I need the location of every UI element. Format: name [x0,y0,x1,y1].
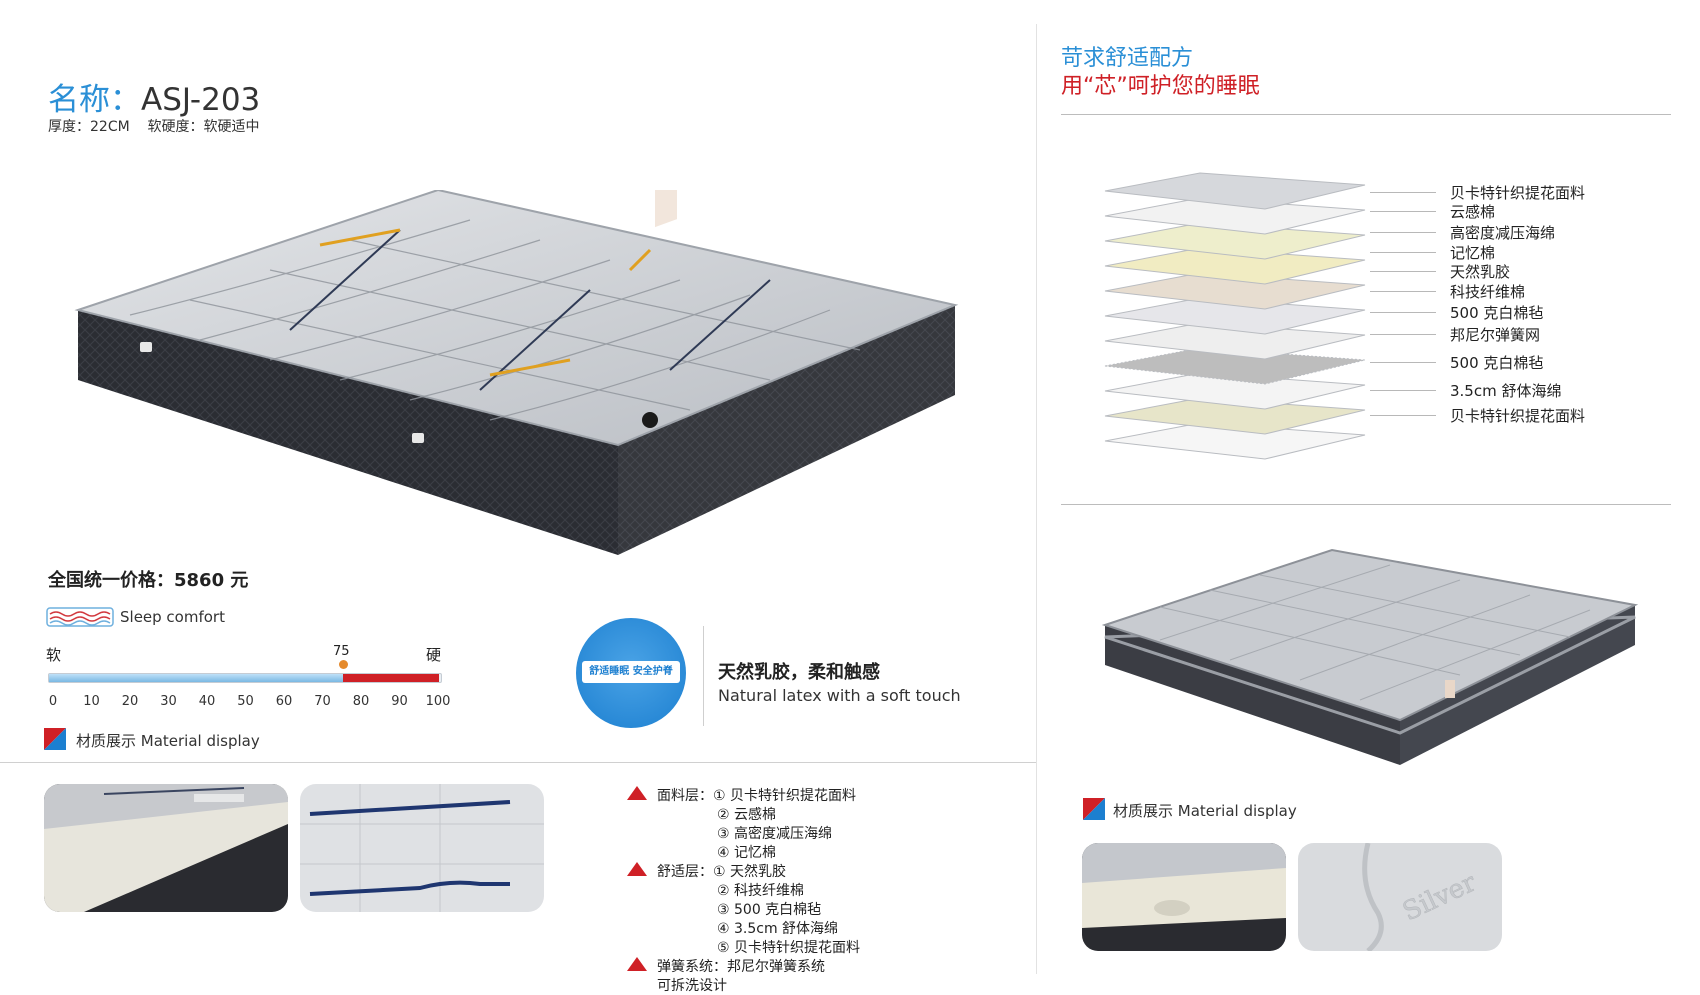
layer-label: 贝卡特针织提花面料 [1450,184,1586,202]
layer-label: 云感棉 [1450,203,1496,221]
layer-leader-line [1370,291,1436,292]
formula-divider-bottom [1061,504,1671,505]
layer-slab [1104,297,1366,335]
scale-tick: 70 [314,694,331,709]
section-marker-icon [627,862,647,876]
firmness-value: 75 [333,644,350,659]
layer-slab [1104,347,1366,385]
layer-slab [1104,222,1366,260]
hard-label: 硬 [426,646,442,664]
section-marker-icon [627,957,647,971]
layer-leader-line [1370,362,1436,363]
material-display-icon [44,728,66,750]
layer-leader-line [1370,390,1436,391]
product-name-separator: ： [110,82,141,118]
product-specs: 厚度：22CM 软硬度：软硬适中 [48,119,260,135]
material-display-label-right: 材质展示 Material display [1113,802,1297,820]
material-thumb-silver: Silver [1298,843,1502,951]
main-mattress-image [74,190,959,555]
layer-label: 记忆棉 [1450,244,1496,262]
comfort-badge: 舒适睡眠 安全护脊 [576,618,686,728]
latex-subline: Natural latex with a soft touch [718,686,961,705]
badge-divider [703,626,704,726]
product-title: 名称：ASJ-203 [48,74,260,119]
formula-slogan: 用“芯”呵护您的睡眠 [1061,74,1260,99]
layer-label: 邦尼尔弹簧网 [1450,326,1541,344]
comfort-badge-text: 舒适睡眠 安全护脊 [582,661,680,683]
layer-label: 贝卡特针织提花面料 [1450,407,1586,425]
structure-row: ② 科技纤维棉 [717,883,805,899]
layer-slab [1104,422,1366,460]
latex-headline: 天然乳胶，柔和触感 [718,662,880,683]
layer-label: 3.5cm 舒体海绵 [1450,382,1562,400]
firmness-hard-fill [343,674,439,682]
scale-tick: 80 [352,694,370,709]
scale-tick: 0 [48,694,58,709]
scale-tick: 60 [275,694,293,709]
layer-slab [1104,247,1366,285]
structure-row: ④ 记忆棉 [717,845,777,861]
structure-row: 面料层：① 贝卡特针织提花面料 [657,788,857,804]
product-model: ASJ-203 [141,82,261,118]
unified-price: 全国统一价格：5860 元 [48,570,249,591]
structure-row: 弹簧系统：邦尼尔弹簧系统 [657,959,825,975]
firmness-marker [338,660,348,669]
structure-row: ③ 高密度减压海绵 [717,826,833,842]
material-display-icon-right [1083,798,1105,820]
structure-row: 可拆洗设计 [657,978,727,994]
formula-divider-top [1061,114,1671,115]
section-marker-icon [627,786,647,800]
scale-tick: 30 [160,694,177,709]
sleep-comfort-label: Sleep comfort [120,608,225,626]
layer-leader-line [1370,252,1436,253]
scale-tick: 90 [391,694,408,709]
layer-slab [1104,172,1366,210]
layer-leader-line [1370,232,1436,233]
layer-slab [1104,272,1366,310]
scale-tick: 20 [121,694,139,709]
material-thumb-fabric [300,784,544,912]
structure-row: 舒适层：① 天然乳胶 [657,864,787,880]
soft-label: 软 [46,646,62,664]
layer-leader-line [1370,271,1436,272]
material-thumb-latex-right [1082,843,1286,951]
layer-label: 500 克白棉毡 [1450,304,1544,322]
scale-tick: 40 [198,694,216,709]
section-divider [0,762,1036,763]
layer-slab [1104,322,1366,360]
structure-row: ④ 3.5cm 舒体海绵 [717,921,839,937]
layer-label: 500 克白棉毡 [1450,354,1544,372]
layer-leader-line [1370,334,1436,335]
material-thumb-latex [44,784,288,912]
scale-tick: 100 [425,694,451,709]
scale-tick: 10 [83,694,100,709]
secondary-mattress-image [1101,548,1639,765]
layers-exploded-image [1104,172,1366,460]
layer-slab [1104,197,1366,235]
layer-label: 天然乳胶 [1450,263,1511,281]
page-divider [1036,24,1037,974]
structure-row: ② 云感棉 [717,807,777,823]
layer-leader-line [1370,192,1436,193]
sleep-comfort-icon [46,607,114,627]
layer-leader-line [1370,415,1436,416]
layer-label: 高密度减压海绵 [1450,224,1556,242]
layer-slab [1104,372,1366,410]
layer-slab [1104,397,1366,435]
layer-label: 科技纤维棉 [1450,283,1526,301]
layer-leader-line [1370,312,1436,313]
material-display-label: 材质展示 Material display [76,732,260,750]
structure-row: ③ 500 克白棉毡 [717,902,822,918]
formula-title: 苛求舒适配方 [1061,46,1194,71]
product-name-label: 名称 [48,82,110,118]
firmness-soft-fill [49,674,343,682]
structure-row: ⑤ 贝卡特针织提花面料 [717,940,861,956]
scale-tick: 50 [237,694,254,709]
layer-leader-line [1370,211,1436,212]
